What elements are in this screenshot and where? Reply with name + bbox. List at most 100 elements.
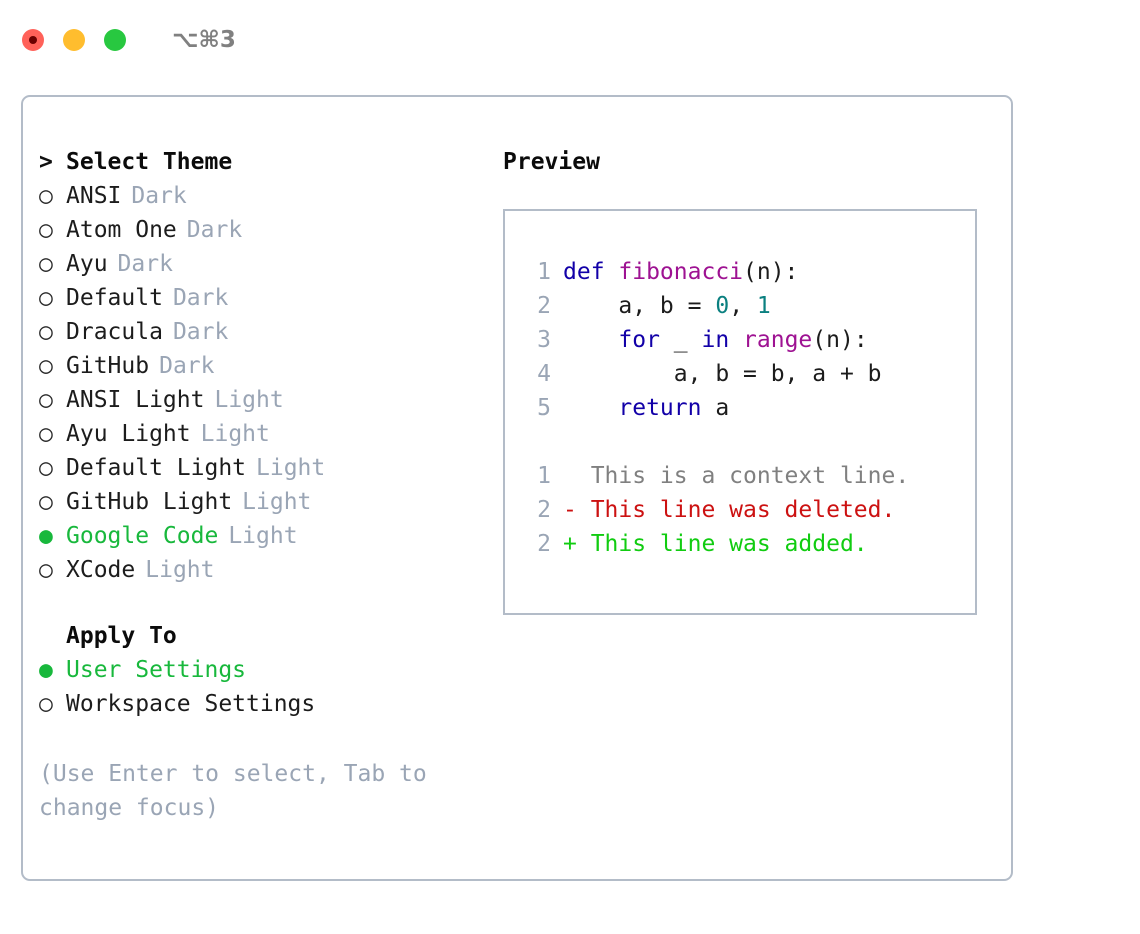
- code-token-num: 0: [715, 293, 730, 319]
- theme-list-item-label: Ayu Light: [66, 421, 191, 447]
- theme-list-item-label: GitHub: [66, 353, 150, 379]
- code-token-fn: range: [743, 327, 813, 353]
- theme-list-item[interactable]: ○ GitHub Light Light: [39, 485, 489, 519]
- code-line-number: 2: [537, 293, 551, 319]
- apply-to-title: Apply To: [66, 623, 177, 649]
- theme-list-item-label: Default: [66, 285, 163, 311]
- minimize-window-button[interactable]: [63, 29, 85, 51]
- traffic-light-group: [22, 29, 126, 51]
- theme-variant-badge: Dark: [186, 217, 243, 243]
- code-line-content: def fibonacci(n):: [563, 255, 798, 289]
- code-line-content: a, b = b, a + b: [563, 357, 882, 391]
- radio-unselected-icon: ○: [39, 421, 53, 447]
- code-line: 2 a, b = 0, 1: [523, 289, 975, 323]
- diff-line: 2- This line was deleted.: [523, 493, 975, 527]
- code-line: 4 a, b = b, a + b: [523, 357, 975, 391]
- apply-to-list: ●User Settings ○ Workspace Settings: [39, 653, 489, 721]
- code-token-kw: def: [563, 259, 619, 285]
- theme-list-item-label: XCode: [66, 557, 136, 583]
- code-token-kw: in: [701, 327, 730, 353]
- code-token-txt: (n):: [812, 327, 868, 353]
- apply-to-section: ○ Apply To ●User Settings ○ Workspace Sett…: [39, 619, 489, 721]
- theme-selector-title: Select Theme: [66, 149, 233, 175]
- code-token-txt: a: [701, 395, 730, 421]
- code-line: 1 def fibonacci(n):: [523, 255, 975, 289]
- window-titlebar: ⌥⌘3: [0, 0, 1140, 80]
- radio-unselected-icon: ○: [39, 285, 53, 311]
- theme-list-item[interactable]: ○ Default Dark: [39, 281, 489, 315]
- theme-list-item[interactable]: ○ ANSI Dark: [39, 179, 489, 213]
- close-icon: [29, 36, 37, 44]
- code-token-txt: ,: [729, 293, 757, 319]
- radio-unselected-icon: ○: [39, 251, 53, 277]
- diff-line-content-ctx: This is a context line.: [563, 463, 910, 489]
- theme-list-item-label: Ayu: [66, 251, 108, 277]
- window-shortcut-label: ⌥⌘3: [172, 27, 236, 53]
- theme-list-item[interactable]: ○ Atom One Dark: [39, 213, 489, 247]
- theme-list-item-label: GitHub Light: [66, 489, 233, 515]
- apply-to-option[interactable]: ●User Settings: [39, 653, 489, 687]
- code-line: 3 for _ in range(n):: [523, 323, 975, 357]
- code-line-number: 1: [537, 259, 551, 285]
- theme-list-item-label: ANSI: [66, 183, 122, 209]
- radio-unselected-icon: ○: [39, 319, 53, 345]
- theme-list-item[interactable]: ○ GitHub Dark: [39, 349, 489, 383]
- code-token-txt: (n):: [743, 259, 799, 285]
- close-window-button[interactable]: [22, 29, 44, 51]
- code-token-txt: _: [659, 327, 702, 353]
- radio-unselected-icon: ○: [39, 455, 53, 481]
- theme-list-item[interactable]: ○ Default Light Light: [39, 451, 489, 485]
- preview-title: Preview: [503, 149, 600, 175]
- theme-list-item-label: ANSI Light: [66, 387, 205, 413]
- radio-unselected-icon: ○: [39, 353, 53, 379]
- code-token-kw: return: [618, 395, 702, 421]
- theme-list-item-label: Default Light: [66, 455, 247, 481]
- apply-to-option[interactable]: ○ Workspace Settings: [39, 687, 489, 721]
- code-token-fn: fibonacci: [618, 259, 744, 285]
- theme-list-item-label: Google Code: [66, 523, 219, 549]
- keyboard-hint-text: (Use Enter to select, Tab to change focu…: [39, 761, 427, 821]
- apply-to-option-label: Workspace Settings: [66, 691, 316, 717]
- theme-list-item-label: Atom One: [66, 217, 177, 243]
- theme-variant-badge: Light: [242, 489, 312, 515]
- theme-variant-badge: Dark: [131, 183, 187, 209]
- radio-unselected-icon: ○: [39, 183, 53, 209]
- theme-list-item[interactable]: ○ XCode Light: [39, 553, 489, 587]
- theme-variant-badge: Dark: [159, 353, 215, 379]
- code-diff-separator: [523, 425, 975, 459]
- code-line-number: 4: [537, 361, 551, 387]
- zoom-window-button[interactable]: [104, 29, 126, 51]
- code-line-number: 3: [537, 327, 551, 353]
- theme-list-item-label: Dracula: [66, 319, 163, 345]
- diff-line-content-add: + This line was added.: [563, 531, 868, 557]
- code-token-kw: for: [618, 327, 660, 353]
- diff-line: 1 This is a context line.: [523, 459, 975, 493]
- diff-line-number: 2: [537, 497, 551, 523]
- diff-sample: 1 This is a context line.2- This line wa…: [523, 459, 975, 561]
- apply-to-header: ○ Apply To: [39, 619, 489, 653]
- code-line-content: return a: [563, 391, 729, 425]
- theme-variant-badge: Dark: [172, 319, 229, 345]
- radio-unselected-icon: ○: [39, 557, 53, 583]
- code-token-num: 1: [756, 293, 771, 319]
- code-line-content: for _ in range(n):: [563, 323, 868, 357]
- radio-unselected-icon: ○: [39, 217, 53, 243]
- theme-variant-badge: Light: [145, 557, 215, 583]
- radio-unselected-icon: ○: [39, 691, 53, 717]
- code-line-content: a, b = 0, 1: [563, 289, 771, 323]
- radio-unselected-icon: ○: [39, 489, 53, 515]
- prompt-caret-icon: >: [39, 149, 53, 175]
- theme-variant-badge: Light: [256, 455, 326, 481]
- theme-variant-badge: Dark: [172, 285, 229, 311]
- theme-list-item[interactable]: ○ Dracula Dark: [39, 315, 489, 349]
